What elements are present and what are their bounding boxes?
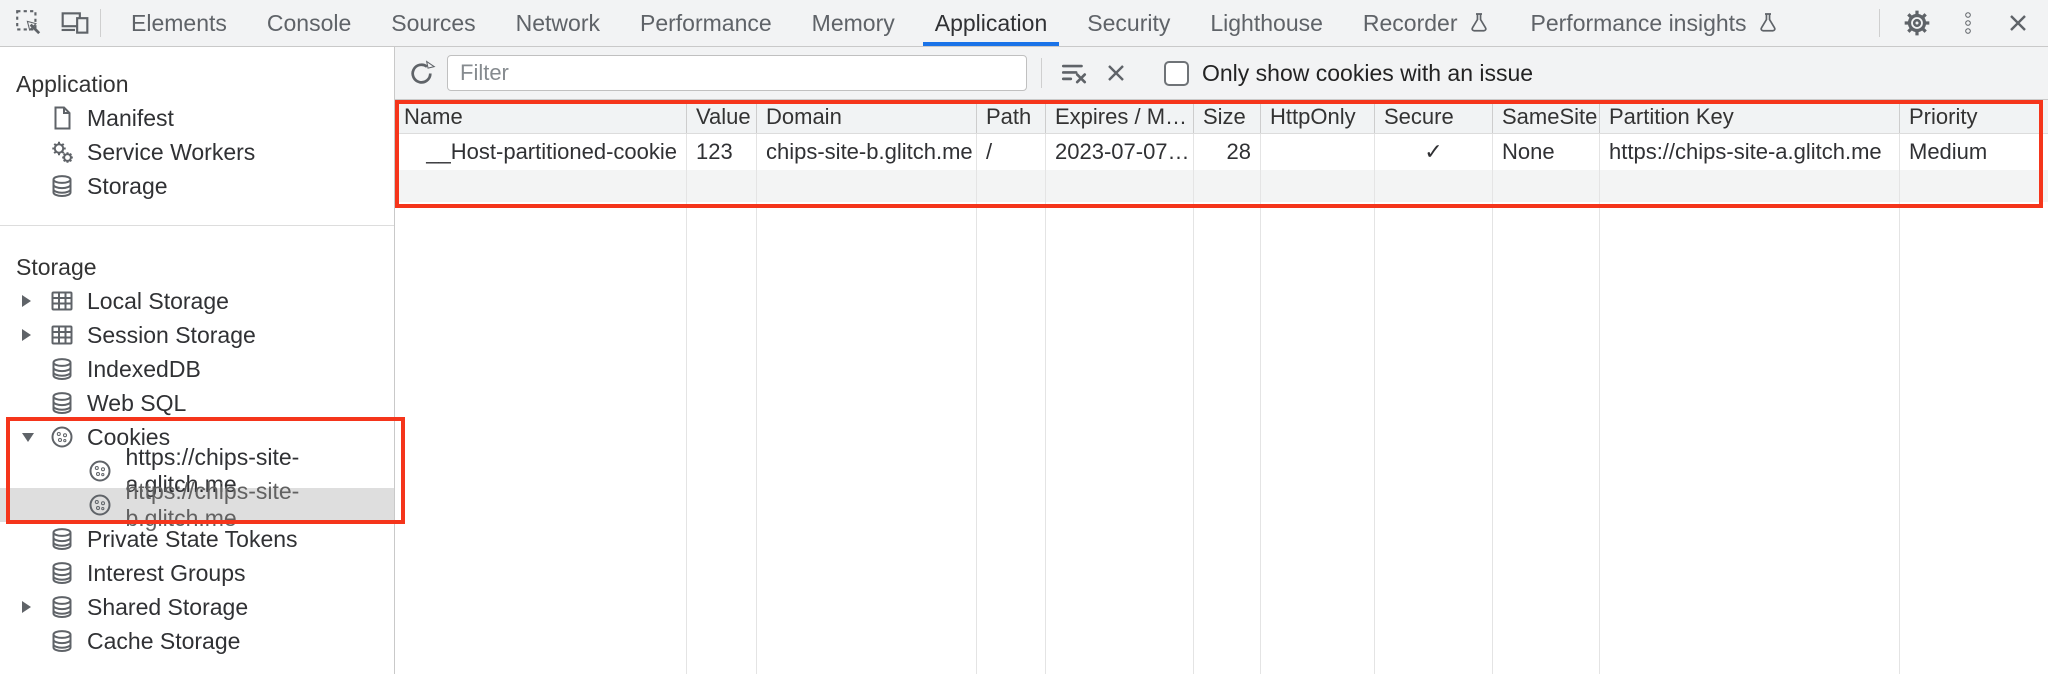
clear-x-icon bbox=[1107, 64, 1125, 82]
column-header-domain[interactable]: Domain bbox=[757, 100, 977, 133]
column-header-value[interactable]: Value bbox=[687, 100, 757, 133]
database-icon bbox=[52, 358, 72, 380]
sidebar-item-cookies-chips-site-a[interactable]: https://chips-site-a.glitch.me bbox=[0, 444, 394, 497]
cookies-table-header: Name Value Domain Path Expires / M… Size… bbox=[395, 100, 2048, 134]
empty-row bbox=[395, 170, 2048, 202]
cookie-icon bbox=[89, 460, 111, 482]
sidebar-item-manifest[interactable]: Manifest bbox=[0, 101, 394, 135]
more-options-kebab-icon[interactable] bbox=[1954, 9, 1982, 37]
inspect-element-icon[interactable] bbox=[14, 8, 44, 38]
tab-console[interactable]: Console bbox=[266, 9, 352, 36]
cookie-name-cell: __Host-partitioned-cookie bbox=[395, 134, 687, 170]
tab-elements[interactable]: Elements bbox=[131, 9, 227, 36]
cookies-table: Name Value Domain Path Expires / M… Size… bbox=[395, 100, 2048, 674]
tab-application[interactable]: Application bbox=[915, 0, 1068, 46]
sidebar-section-storage: Storage bbox=[16, 254, 97, 280]
device-toolbar-icon[interactable] bbox=[60, 8, 90, 38]
clear-filter-button[interactable] bbox=[1056, 55, 1092, 91]
sidebar-item-interest-groups[interactable]: Interest Groups bbox=[0, 556, 394, 590]
flask-icon bbox=[1759, 13, 1776, 32]
column-header-secure[interactable]: Secure bbox=[1375, 100, 1493, 133]
filter-input[interactable] bbox=[447, 55, 1027, 91]
sidebar-item-indexeddb[interactable]: IndexedDB bbox=[0, 352, 394, 386]
devtools-tabbar: Elements Console Sources Network Perform… bbox=[0, 0, 2048, 47]
cookie-path-cell: / bbox=[977, 134, 1046, 170]
grid-icon bbox=[51, 325, 73, 345]
column-header-priority[interactable]: Priority bbox=[1909, 104, 1978, 129]
tab-memory[interactable]: Memory bbox=[811, 9, 895, 36]
toolbar-divider bbox=[1041, 58, 1042, 88]
sidebar-item-cookies-chips-site-b[interactable]: https://chips-site-b.glitch.me bbox=[0, 478, 394, 531]
grid-icon bbox=[51, 291, 73, 311]
cookie-value-cell: 123 bbox=[687, 134, 757, 170]
gears-icon bbox=[51, 140, 74, 164]
sidebar-section-application: Application bbox=[16, 71, 129, 97]
only-issue-checkbox[interactable] bbox=[1164, 60, 1189, 86]
database-icon bbox=[52, 528, 72, 550]
cookie-domain-cell: chips-site-b.glitch.me bbox=[757, 134, 977, 170]
refresh-button[interactable] bbox=[403, 55, 439, 91]
clear-filter-icon bbox=[1061, 64, 1087, 84]
tab-performance-insights[interactable]: Performance insights bbox=[1511, 0, 1800, 46]
cookie-icon bbox=[51, 426, 73, 448]
document-icon bbox=[54, 106, 71, 130]
chevron-right-icon[interactable] bbox=[22, 601, 31, 613]
chevron-right-icon[interactable] bbox=[22, 329, 31, 341]
column-header-name[interactable]: Name bbox=[395, 100, 687, 133]
sidebar-divider bbox=[0, 225, 394, 226]
cookies-pane: Only show cookies with an issue Name Val… bbox=[395, 47, 2048, 674]
sidebar-item-private-state-tokens[interactable]: Private State Tokens bbox=[0, 522, 394, 556]
column-header-expires[interactable]: Expires / M… bbox=[1046, 100, 1194, 133]
column-header-path[interactable]: Path bbox=[977, 100, 1046, 133]
column-header-httponly[interactable]: HttpOnly bbox=[1261, 100, 1375, 133]
cookie-size-cell: 28 bbox=[1194, 134, 1261, 170]
settings-gear-icon[interactable] bbox=[1902, 8, 1932, 38]
sidebar-item-shared-storage[interactable]: Shared Storage bbox=[0, 590, 394, 624]
column-header-size[interactable]: Size bbox=[1194, 100, 1261, 133]
cookie-icon bbox=[89, 494, 111, 516]
refresh-icon bbox=[410, 59, 436, 84]
toolbar-divider bbox=[1879, 9, 1880, 37]
sidebar-item-storage[interactable]: Storage bbox=[0, 169, 394, 203]
close-icon[interactable] bbox=[2004, 9, 2032, 37]
database-icon bbox=[52, 562, 72, 584]
sidebar-item-web-sql[interactable]: Web SQL bbox=[0, 386, 394, 420]
tab-security[interactable]: Security bbox=[1087, 9, 1171, 36]
cookie-samesite-cell: None bbox=[1493, 134, 1600, 170]
delete-button[interactable] bbox=[1098, 55, 1134, 91]
cookies-toolbar: Only show cookies with an issue bbox=[395, 47, 2048, 100]
database-icon bbox=[52, 175, 72, 197]
sidebar-item-cache-storage[interactable]: Cache Storage bbox=[0, 624, 394, 658]
toolbar-divider bbox=[100, 9, 101, 37]
database-icon bbox=[52, 596, 72, 618]
tab-recorder[interactable]: Recorder bbox=[1343, 0, 1511, 46]
flask-icon bbox=[1470, 13, 1487, 32]
column-header-samesite[interactable]: SameSite bbox=[1493, 100, 1600, 133]
sidebar-item-local-storage[interactable]: Local Storage bbox=[0, 284, 394, 318]
tab-sources[interactable]: Sources bbox=[391, 9, 476, 36]
sidebar-item-cookies[interactable]: Cookies bbox=[0, 420, 394, 454]
cookie-partition-key-cell: https://chips-site-a.glitch.me bbox=[1600, 134, 1900, 170]
only-issue-checkbox-label[interactable]: Only show cookies with an issue bbox=[1202, 59, 1534, 86]
database-icon bbox=[52, 392, 72, 414]
cookie-httponly-cell bbox=[1261, 134, 1375, 170]
chevron-right-icon[interactable] bbox=[22, 295, 31, 307]
cookie-row[interactable]: __Host-partitioned-cookie 123 chips-site… bbox=[395, 134, 2048, 170]
panel-tabs: Elements Console Sources Network Perform… bbox=[111, 0, 1800, 46]
tab-lighthouse[interactable]: Lighthouse bbox=[1210, 9, 1323, 36]
table-filler-area bbox=[395, 202, 2048, 674]
cookie-secure-cell: ✓ bbox=[1375, 134, 1493, 170]
tab-network[interactable]: Network bbox=[515, 9, 600, 36]
column-header-partition-key[interactable]: Partition Key bbox=[1600, 100, 1900, 133]
cookie-expires-cell: 2023-07-07… bbox=[1046, 134, 1194, 170]
tab-performance[interactable]: Performance bbox=[640, 9, 772, 36]
database-icon bbox=[52, 630, 72, 652]
sidebar-item-session-storage[interactable]: Session Storage bbox=[0, 318, 394, 352]
application-sidebar: Application Manifest Service Workers Sto… bbox=[0, 47, 395, 674]
sidebar-item-service-workers[interactable]: Service Workers bbox=[0, 135, 394, 169]
chevron-down-icon[interactable] bbox=[22, 432, 34, 442]
cookie-priority-cell: Medium bbox=[1909, 139, 1988, 164]
